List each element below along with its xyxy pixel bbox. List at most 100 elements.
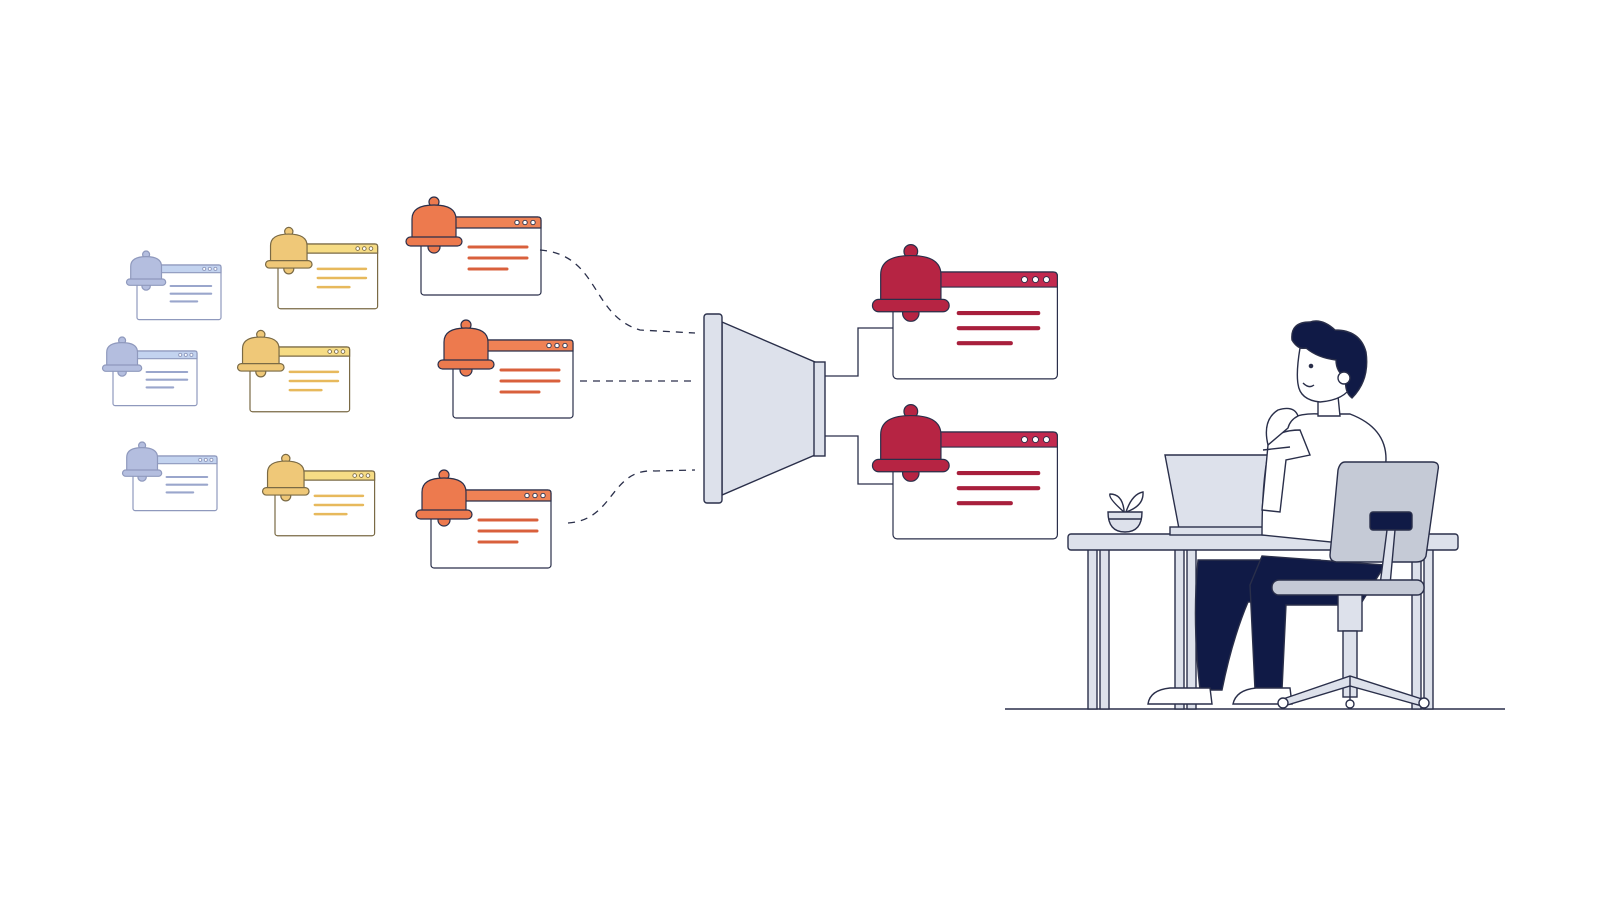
window-dot-2 — [365, 473, 371, 478]
chair-back-handle — [1369, 511, 1413, 531]
window-dot-1 — [359, 473, 364, 478]
bell-rim — [415, 509, 473, 520]
bell-body — [880, 254, 942, 303]
bell-rim — [871, 298, 950, 313]
window-dot-0 — [514, 219, 520, 226]
bell-body — [443, 327, 489, 363]
bell-body — [421, 477, 467, 513]
bell-icon — [261, 453, 310, 502]
chair-wheel-right — [1418, 697, 1430, 709]
connector-top — [539, 249, 696, 334]
window-dot-0 — [355, 246, 360, 251]
eye — [1308, 363, 1314, 369]
bell-rim — [125, 278, 167, 286]
window-dot-2 — [530, 219, 536, 226]
critical-alert-0 — [871, 243, 1059, 380]
window-dot-2 — [209, 457, 214, 462]
output-connector-top — [825, 327, 893, 377]
potted-plant — [1107, 491, 1144, 533]
connector-bottom — [567, 469, 696, 524]
window-dot-2 — [1042, 436, 1050, 444]
critical-alert-1 — [871, 403, 1059, 540]
window-dot-0 — [546, 342, 552, 349]
bell-icon — [264, 226, 313, 275]
leg-front — [1249, 555, 1387, 691]
window-dot-1 — [203, 457, 208, 462]
window-dot-2 — [340, 349, 346, 354]
hand — [1265, 407, 1299, 447]
shoe-front — [1232, 687, 1293, 705]
incoming-alert-0 — [125, 250, 222, 321]
bell-rim — [261, 486, 310, 496]
chair-wheel-center — [1345, 699, 1355, 709]
chair-wheel-left — [1277, 697, 1289, 709]
window-dot-2 — [1042, 276, 1050, 284]
filtered-alerts-group — [871, 243, 1059, 540]
bell-rim — [405, 236, 463, 247]
bell-body — [880, 414, 942, 463]
bell-body — [266, 460, 305, 490]
window-dot-2 — [540, 492, 546, 499]
incoming-alert-5 — [261, 453, 376, 537]
bell-rim — [437, 359, 495, 370]
window-dot-1 — [1032, 276, 1039, 284]
bell-rim — [101, 364, 143, 372]
output-connector-bottom — [825, 435, 893, 485]
bell-body — [130, 256, 163, 281]
bell-rim — [871, 458, 950, 473]
bell-icon — [101, 336, 143, 377]
output-connectors — [825, 327, 893, 485]
window-dot-1 — [1032, 436, 1039, 444]
desk-leg-mid-outer — [1174, 548, 1185, 710]
window-dot-1 — [532, 492, 538, 499]
bell-body — [241, 336, 280, 366]
window-dot-0 — [524, 492, 530, 499]
bell-icon — [236, 329, 285, 378]
window-dot-2 — [562, 342, 568, 349]
bell-icon — [415, 469, 473, 527]
desk-leg-right-inner — [1423, 548, 1434, 710]
bell-body — [106, 342, 139, 367]
bell-icon — [125, 250, 167, 291]
cuff — [1262, 446, 1291, 451]
window-dot-0 — [1021, 276, 1028, 284]
bell-body — [126, 447, 159, 472]
window-dot-2 — [213, 266, 218, 271]
smile — [1302, 382, 1315, 388]
desk-leg-left-outer — [1087, 548, 1098, 710]
desk-leg-left-inner — [1099, 548, 1110, 710]
bell-icon — [871, 243, 950, 322]
bell-icon — [437, 319, 495, 377]
shoe-back — [1147, 687, 1213, 705]
window-dot-0 — [352, 473, 357, 478]
dashed-connectors — [539, 249, 696, 524]
plant-pot — [1107, 511, 1143, 533]
window-dot-1 — [334, 349, 339, 354]
bell-body — [269, 233, 308, 263]
plant-leaf-left — [1109, 493, 1125, 514]
office-chair — [1271, 461, 1440, 709]
incoming-alert-2 — [121, 441, 218, 512]
bell-icon — [121, 441, 163, 482]
bell-rim — [236, 362, 285, 372]
window-dot-0 — [202, 266, 207, 271]
window-dot-0 — [1021, 436, 1028, 444]
window-dot-0 — [178, 352, 183, 357]
bell-rim — [264, 259, 313, 269]
window-dot-0 — [327, 349, 332, 354]
plant-leaf-right — [1124, 491, 1144, 514]
bell-body — [411, 204, 457, 240]
ear — [1337, 371, 1351, 385]
window-dot-1 — [183, 352, 188, 357]
incoming-alert-7 — [437, 319, 574, 419]
incoming-alert-1 — [101, 336, 198, 407]
funnel-rim — [703, 313, 723, 504]
desk-leg-mid-inner — [1186, 548, 1197, 710]
chair-post-outer — [1337, 594, 1363, 632]
window-dot-0 — [198, 457, 203, 462]
incoming-alerts-group — [101, 196, 574, 569]
bell-icon — [405, 196, 463, 254]
desk-leg-right-outer — [1411, 548, 1422, 710]
